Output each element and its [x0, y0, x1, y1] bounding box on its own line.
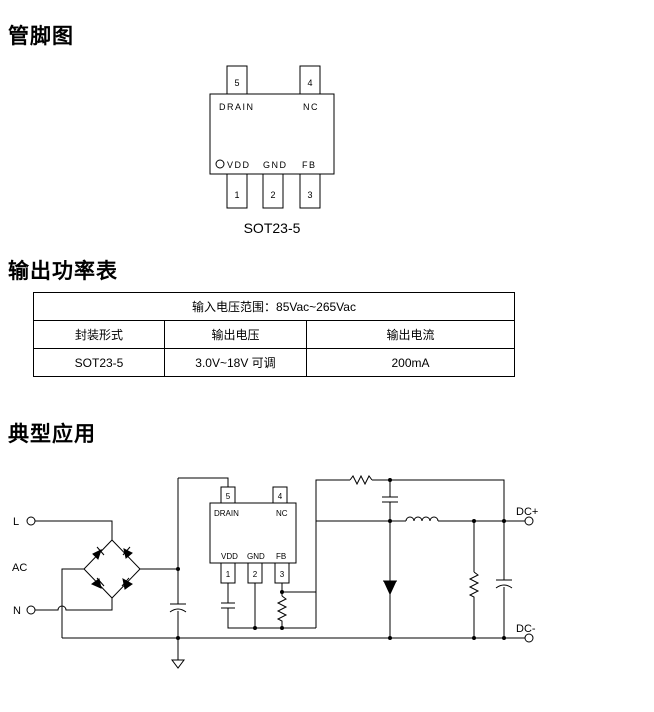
wire-bridge-negative: [61, 568, 84, 638]
pin-gnd-label: GND: [263, 160, 288, 170]
schematic-pin-4: [272, 486, 288, 504]
table-header-row: 封装形式 输出电压 输出电流: [33, 320, 515, 349]
input-voltage-range-cell: 输入电压范围：85Vac~265Vac: [33, 292, 515, 321]
schematic-fb-label: FB: [276, 552, 286, 561]
bridge-rectifier: [83, 539, 141, 599]
bulk-capacitor-plate-bottom: [169, 608, 187, 613]
junction-dot: [388, 519, 392, 523]
table-row: SOT23-5 3.0V~18V 可调 200mA: [33, 348, 515, 377]
package-name-label: SOT23-5: [244, 220, 301, 236]
schematic-pin-1-number: 1: [226, 570, 231, 579]
junction-dot: [280, 626, 284, 630]
dc-minus-label: DC-: [516, 623, 536, 635]
schematic-pin-4-number: 4: [278, 492, 283, 501]
junction-dot: [472, 519, 476, 523]
terminal-l: [26, 516, 36, 526]
bridge-diode-1-bar: [96, 546, 105, 556]
pin-4-number: 4: [307, 78, 312, 88]
pin-3-number: 3: [307, 190, 312, 200]
terminal-dc-minus: [524, 633, 534, 643]
load-resistor: [468, 571, 480, 638]
wire-n: [35, 598, 113, 611]
schematic-pin-5: [220, 486, 236, 504]
pin-5-number: 5: [234, 78, 239, 88]
feedback-resistor: [276, 595, 288, 628]
freewheel-diode: [383, 580, 397, 596]
pin-vdd-label: VDD: [227, 160, 251, 170]
output-current-cell: 200mA: [306, 348, 515, 377]
header-output-current-cell: 输出电流: [306, 320, 515, 349]
pin-3-box: [299, 173, 321, 209]
junction-dot: [502, 519, 506, 523]
terminal-dc-plus: [524, 516, 534, 526]
junction-dot: [176, 636, 180, 640]
bridge-diode-4: [122, 578, 133, 590]
package-cell: SOT23-5: [33, 348, 165, 377]
output-power-table: 输入电压范围：85Vac~265Vac 封装形式 输出电压 输出电流 SOT23…: [33, 292, 515, 377]
header-package-cell: 封装形式: [33, 320, 165, 349]
typical-application-heading: 典型应用: [8, 422, 96, 446]
junction-dot: [388, 636, 392, 640]
wire-chip-ground-to-switch: [315, 520, 390, 628]
schematic-pin-3-number: 3: [280, 570, 285, 579]
wire-to-drain: [178, 477, 229, 487]
output-inductor: [405, 516, 439, 522]
header-output-voltage-cell: 输出电压: [164, 320, 307, 349]
bridge-diode-2: [123, 548, 133, 559]
pin-2-number: 2: [270, 190, 275, 200]
chip-body: [209, 93, 335, 175]
junction-dot: [472, 636, 476, 640]
junction-dot: [253, 626, 257, 630]
pin-4-box: [299, 65, 321, 95]
schematic-chip-body: [209, 502, 297, 564]
pin-1-number: 1: [234, 190, 239, 200]
junction-dot: [388, 478, 392, 482]
power-table-heading: 输出功率表: [8, 259, 118, 283]
bridge-diode-3-bar: [96, 577, 105, 587]
terminal-n: [26, 605, 36, 615]
pin-nc-label: NC: [303, 102, 319, 112]
junction-dot: [502, 636, 506, 640]
pin-1-box: [226, 173, 248, 209]
junction-dot: [176, 567, 180, 571]
table-title-row: 输入电压范围：85Vac~265Vac: [33, 292, 515, 321]
wire-sense: [282, 479, 350, 593]
pin-fb-label: FB: [302, 160, 317, 170]
schematic-pin-2: [247, 562, 263, 584]
schematic-drain-label: DRAIN: [214, 509, 239, 518]
sense-resistor: [349, 474, 373, 486]
output-voltage-cell: 3.0V~18V 可调: [164, 348, 307, 377]
schematic-pin-2-number: 2: [253, 570, 258, 579]
pin-1-indicator-dot: [215, 159, 225, 169]
ground-icon: [171, 659, 185, 669]
wire-l: [35, 520, 113, 540]
wire-output-top: [372, 479, 505, 521]
schematic-vdd-label: VDD: [221, 552, 238, 561]
wire-vdd-cap-return: [227, 608, 255, 629]
junction-dot: [280, 590, 284, 594]
l-label: L: [13, 516, 19, 528]
schematic-pin-3: [274, 562, 290, 584]
schematic-nc-label: NC: [276, 509, 288, 518]
pin-drain-label: DRAIN: [219, 102, 255, 112]
bridge-diode-3: [90, 578, 102, 589]
schematic-pin-1: [220, 562, 236, 584]
bridge-diode-2-bar: [122, 546, 131, 556]
schematic-pin-5-number: 5: [226, 492, 231, 501]
dc-plus-label: DC+: [516, 506, 538, 518]
n-label: N: [13, 605, 21, 617]
ac-label: AC: [12, 562, 27, 574]
schematic-gnd-label: GND: [247, 552, 265, 561]
pin-5-box: [226, 65, 248, 95]
pin-2-box: [262, 173, 284, 209]
pinout-heading: 管脚图: [8, 24, 74, 48]
bridge-diode-4-bar: [121, 577, 130, 587]
bridge-diode-1: [92, 549, 102, 560]
output-capacitor-plate-bottom: [495, 584, 513, 589]
